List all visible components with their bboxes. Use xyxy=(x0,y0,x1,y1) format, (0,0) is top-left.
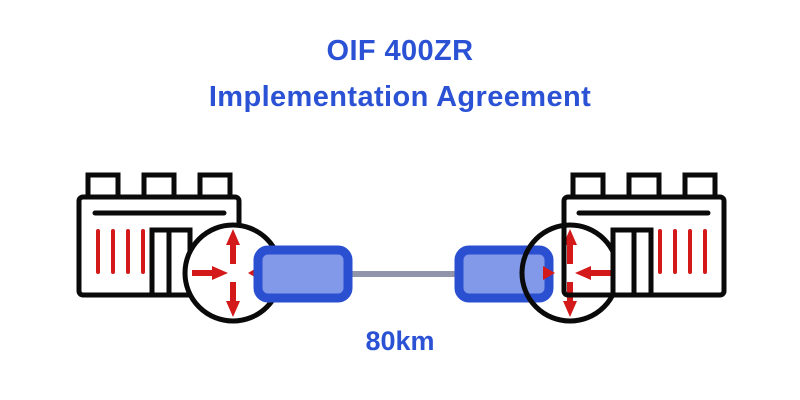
left-arrow-up-icon xyxy=(226,229,240,264)
left-building-roof-box-2 xyxy=(141,172,177,200)
right-building-panel-1 xyxy=(610,227,637,298)
left-building-roof-box-3 xyxy=(197,172,233,200)
left-module-body[interactable] xyxy=(253,245,353,303)
right-building-group xyxy=(561,172,727,298)
left-building-roof-box-1 xyxy=(85,172,121,200)
left-arrow-down-icon xyxy=(226,282,240,317)
left-transceiver-module[interactable] xyxy=(253,245,353,303)
right-arrowhead-right-icon xyxy=(543,266,555,280)
right-building-roof-box-1 xyxy=(570,172,606,200)
right-building-panel-2 xyxy=(631,227,654,298)
right-building-roof-box-3 xyxy=(682,172,718,200)
right-arrow-left-icon xyxy=(575,266,611,280)
link-distance-label: 80km xyxy=(365,326,435,356)
left-arrow-right-icon xyxy=(192,266,228,280)
right-building-roof-box-2 xyxy=(626,172,662,200)
left-building-panel-1 xyxy=(149,227,172,298)
